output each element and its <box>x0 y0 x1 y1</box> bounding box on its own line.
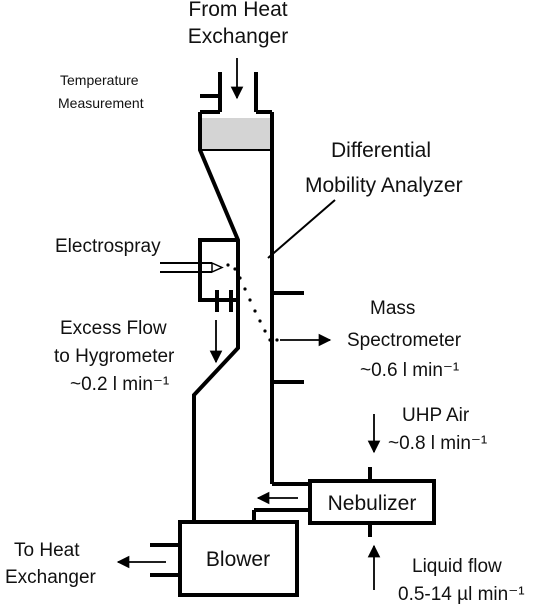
ms-label-1: Mass <box>370 298 415 319</box>
to-heat-exchanger-label-1: To Heat <box>14 540 80 561</box>
nebulizer-label: Nebulizer <box>328 492 417 515</box>
electrospray-housing <box>160 238 238 312</box>
inlet-pipe <box>200 72 258 112</box>
heat-exchanger-block <box>200 118 272 150</box>
temperature-label-1: Temperature <box>60 72 139 88</box>
uhp-air-label-1: UHP Air <box>402 405 470 426</box>
liquid-flow-label-2: 0.5-14 µl min⁻¹ <box>398 584 525 605</box>
nebulizer <box>252 467 436 537</box>
dma-leader-line <box>267 199 336 259</box>
from-heat-exchanger-label-2: Exchanger <box>188 25 288 48</box>
dma-column <box>192 110 274 522</box>
excess-flow-label-3: ~0.2 l min⁻¹ <box>70 374 169 395</box>
ms-ports <box>272 291 304 384</box>
temperature-label-2: Measurement <box>58 95 144 111</box>
excess-flow-label-2: to Hygrometer <box>54 346 175 367</box>
ms-label-2: Spectrometer <box>347 330 462 351</box>
electrospray-label: Electrospray <box>55 236 161 257</box>
to-heat-exchanger-label-2: Exchanger <box>5 567 97 588</box>
dma-label-2: Mobility Analyzer <box>305 174 463 197</box>
from-heat-exchanger-label-1: From Heat <box>188 0 287 21</box>
excess-flow-label-1: Excess Flow <box>60 318 167 339</box>
ion-trajectory <box>226 263 279 342</box>
text-labels: From Heat Exchanger Temperature Measurem… <box>5 0 525 605</box>
liquid-flow-label-1: Liquid flow <box>412 556 502 577</box>
ms-label-3: ~0.6 l min⁻¹ <box>360 360 459 381</box>
blower <box>150 520 299 597</box>
dma-label-1: Differential <box>331 139 431 162</box>
flow-arrows <box>116 58 381 590</box>
blower-label: Blower <box>206 548 270 571</box>
uhp-air-label-2: ~0.8 l min⁻¹ <box>388 433 487 454</box>
